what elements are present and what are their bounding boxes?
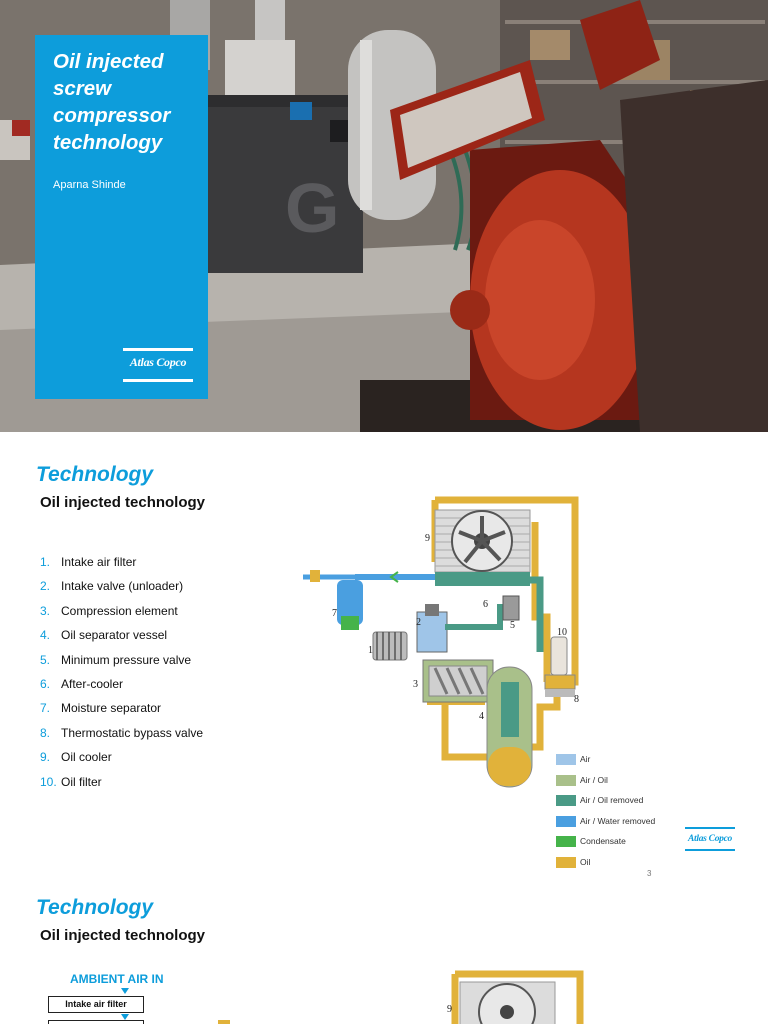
- diagram-label-6: 6: [483, 599, 488, 610]
- item-label: Oil separator vessel: [61, 628, 168, 643]
- item-label: Compression element: [61, 603, 178, 618]
- author-name: Aparna Shinde: [53, 179, 126, 191]
- item-label: Thermostatic bypass valve: [61, 725, 204, 740]
- technology-slide: Technology Oil injected technology 1. Int…: [0, 432, 768, 880]
- item-label: Intake valve (unloader): [61, 579, 184, 594]
- flow-title: AMBIENT AIR IN: [70, 972, 164, 986]
- diagram-label-10: 10: [557, 627, 567, 638]
- list-item: 1. Intake air filter: [40, 555, 203, 579]
- slide-heading: Technology: [36, 463, 154, 486]
- slide-subheading: Oil injected technology: [40, 494, 206, 511]
- slide-heading: Technology: [36, 896, 154, 919]
- legend-label: Air: [580, 754, 591, 764]
- diagram-label-9: 9: [425, 533, 430, 544]
- list-item: 8. Thermostatic bypass valve: [40, 726, 203, 750]
- legend-swatch: [556, 815, 576, 827]
- oil-pipe-fragment: [218, 1020, 230, 1024]
- list-item: 10. Oil filter: [40, 775, 203, 799]
- legend-swatch: [556, 774, 576, 786]
- item-number: 7.: [40, 701, 51, 716]
- diagram-label-7: 7: [332, 608, 337, 619]
- legend-label: Condensate: [580, 836, 626, 846]
- list-item: 4. Oil separator vessel: [40, 628, 203, 652]
- legend-swatch: [556, 754, 576, 765]
- item-number: 5.: [40, 652, 51, 667]
- legend-swatch: [556, 836, 576, 847]
- flow-legend: Air Air / Oil Air / Oil removed Air / Wa…: [556, 750, 655, 873]
- item-number: 6.: [40, 676, 51, 691]
- item-label: Oil cooler: [61, 750, 112, 765]
- item-label: Oil filter: [61, 774, 102, 789]
- item-number: 10.: [40, 774, 57, 789]
- atlas-copco-logo: Atlas Copco: [123, 348, 193, 382]
- item-number: 4.: [40, 628, 51, 643]
- technology-slide-2: Technology Oil injected technology AMBIE…: [0, 880, 768, 1024]
- title-panel: Oil injected screw compressor technology…: [35, 35, 208, 399]
- legend-item: Air: [556, 750, 655, 771]
- svg-text:G: G: [285, 169, 339, 247]
- flow-arrow-icon: [121, 988, 129, 994]
- item-label: Moisture separator: [61, 701, 162, 716]
- item-label: Minimum pressure valve: [61, 652, 192, 667]
- diagram-label-8: 8: [574, 694, 579, 705]
- legend-label: Oil: [580, 856, 591, 867]
- list-item: 9. Oil cooler: [40, 750, 203, 774]
- flow-box-intake-filter: Intake air filter: [48, 996, 144, 1013]
- list-item: 5. Minimum pressure valve: [40, 653, 203, 677]
- diagram-label-9: 9: [447, 1004, 452, 1015]
- diagram-label-4: 4: [479, 711, 484, 722]
- list-item: 6. After-cooler: [40, 677, 203, 701]
- item-number: 1.: [40, 555, 51, 569]
- legend-item: Air / Water removed: [556, 812, 655, 833]
- list-item: 2. Intake valve (unloader): [40, 579, 203, 603]
- legend-label: Air / Water removed: [580, 815, 656, 826]
- flow-box-next: [48, 1020, 144, 1024]
- compressor-schematic: 9 7 2 6 5 1 10 3 8 4: [303, 496, 579, 788]
- legend-item: Oil: [556, 853, 655, 874]
- presentation-title: Oil injected screw compressor technology: [53, 50, 171, 154]
- diagram-label-3: 3: [413, 679, 418, 690]
- list-item: 7. Moisture separator: [40, 701, 203, 725]
- cover-slide: G Oil injected screw compressor technolo…: [0, 0, 768, 432]
- legend-item: Air / Oil removed: [556, 791, 655, 812]
- item-number: 2.: [40, 579, 51, 594]
- item-label: After-cooler: [61, 676, 124, 691]
- item-number: 9.: [40, 750, 51, 765]
- item-number: 8.: [40, 725, 51, 740]
- page-number: 3: [647, 869, 652, 878]
- legend-item: Air / Oil: [556, 771, 655, 792]
- legend-swatch: [556, 795, 576, 806]
- legend-label: Air / Oil removed: [580, 795, 644, 805]
- compressor-schematic-partial: 9: [447, 970, 584, 1024]
- slide-subheading: Oil injected technology: [40, 927, 206, 944]
- legend-label: Air / Oil: [580, 774, 608, 785]
- item-label: Intake air filter: [61, 555, 137, 569]
- diagram-label-1: 1: [368, 645, 373, 656]
- diagram-label-5: 5: [510, 620, 515, 631]
- component-list: 1. Intake air filter 2. Intake valve (unlo…: [40, 555, 203, 799]
- atlas-copco-logo: Atlas Copco: [685, 827, 735, 851]
- diagram-label-2: 2: [416, 617, 421, 628]
- flow-arrow-icon: [121, 1014, 129, 1020]
- item-number: 3.: [40, 603, 51, 618]
- legend-item: Condensate: [556, 832, 655, 853]
- legend-swatch: [556, 856, 576, 868]
- list-item: 3. Compression element: [40, 604, 203, 628]
